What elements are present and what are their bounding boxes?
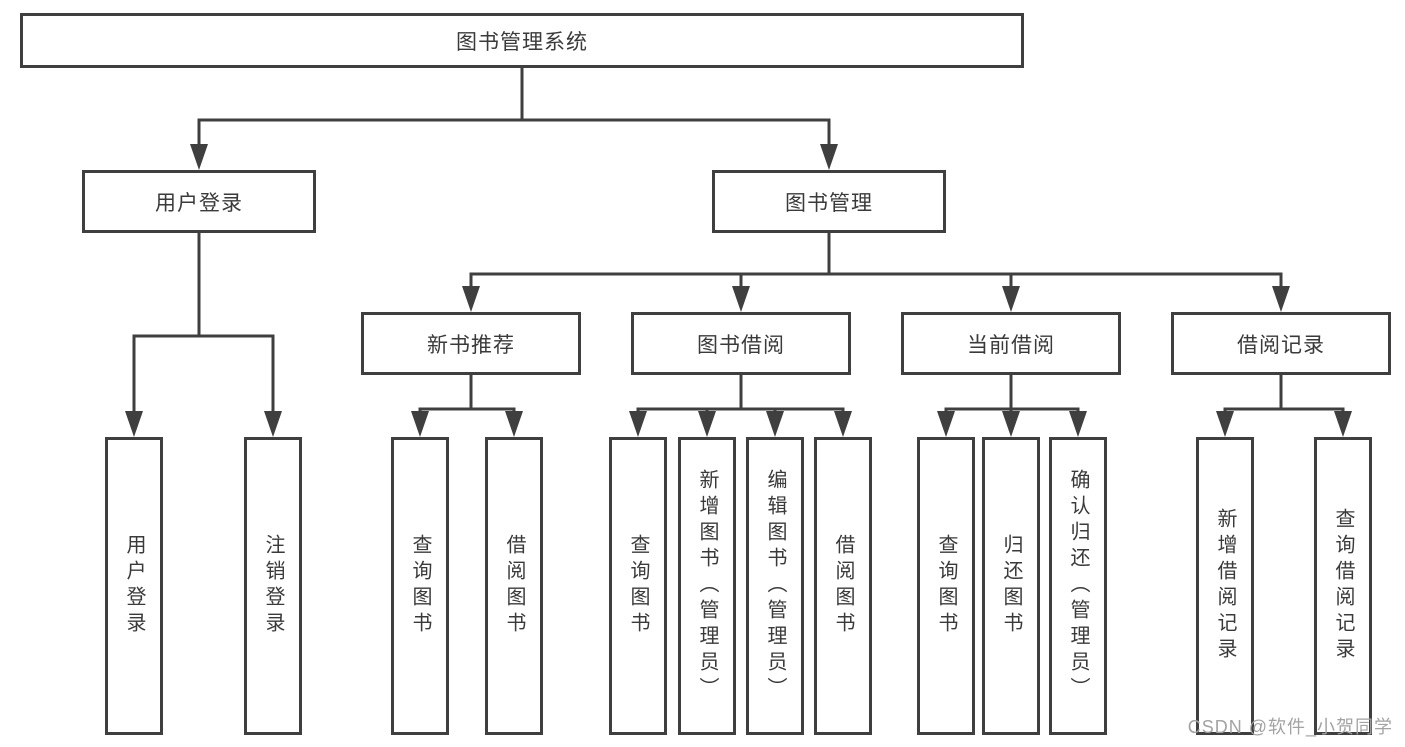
leaf-add-borrow-record: 新增借阅记录 — [1196, 437, 1254, 735]
arrowhead — [1216, 411, 1234, 437]
connector-records-bus — [1223, 375, 1345, 414]
arrowhead — [125, 411, 143, 437]
leaf-return-book: 归还图书 — [982, 437, 1040, 735]
leaf-borrow-book-1: 借阅图书 — [485, 437, 543, 735]
connector-user-bus — [132, 233, 275, 413]
arrowhead — [698, 411, 716, 437]
arrowhead — [462, 286, 480, 312]
node-borrow-records: 借阅记录 — [1171, 312, 1391, 375]
node-book-management: 图书管理 — [712, 170, 946, 233]
arrowhead — [937, 411, 955, 437]
node-new-book-recommend: 新书推荐 — [361, 312, 581, 375]
arrowhead — [732, 286, 750, 312]
arrowhead — [1002, 286, 1020, 312]
leaf-borrow-book-2: 借阅图书 — [814, 437, 872, 735]
leaf-query-book-2: 查询图书 — [609, 437, 667, 735]
arrowhead — [629, 411, 647, 437]
arrowhead — [505, 411, 523, 437]
arrowhead — [1002, 411, 1020, 437]
arrowhead — [1334, 411, 1352, 437]
connector-root-bus — [197, 68, 831, 148]
leaf-user-login: 用户登录 — [105, 437, 163, 735]
arrowhead — [820, 144, 838, 170]
arrowhead — [264, 411, 282, 437]
connector-newbook-bus — [418, 375, 516, 414]
arrowhead — [1069, 411, 1087, 437]
connector-current-bus — [944, 375, 1080, 414]
connector-groups-bus — [469, 233, 1283, 288]
leaf-query-book-1: 查询图书 — [391, 437, 449, 735]
leaf-confirm-return-admin: 确认归还（管理员） — [1049, 437, 1107, 735]
leaf-query-borrow-record: 查询借阅记录 — [1314, 437, 1372, 735]
leaf-logout: 注销登录 — [244, 437, 302, 735]
arrowhead — [834, 411, 852, 437]
connector-borrow-bus — [636, 375, 845, 414]
leaf-add-book-admin: 新增图书（管理员） — [678, 437, 736, 735]
node-book-borrow: 图书借阅 — [631, 312, 851, 375]
leaf-edit-book-admin: 编辑图书（管理员） — [746, 437, 804, 735]
node-user-login: 用户登录 — [82, 170, 316, 233]
arrowhead — [766, 411, 784, 437]
leaf-query-book-3: 查询图书 — [917, 437, 975, 735]
arrowhead — [190, 144, 208, 170]
arrowhead — [1272, 286, 1290, 312]
node-root: 图书管理系统 — [20, 13, 1024, 68]
watermark-text: CSDN @软件_小贺同学 — [1187, 717, 1393, 737]
node-current-borrow: 当前借阅 — [901, 312, 1121, 375]
arrowhead — [411, 411, 429, 437]
